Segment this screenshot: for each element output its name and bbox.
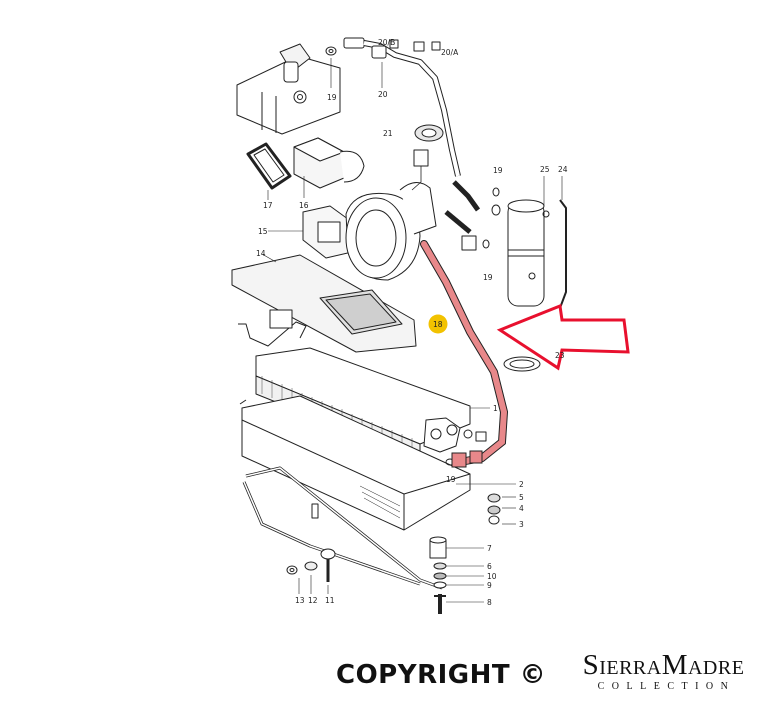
label-part-14: 14: [256, 249, 266, 258]
label-part-19: 19: [327, 93, 337, 102]
washer-19-top: [325, 46, 337, 88]
label-part-21: 21: [383, 129, 393, 138]
label-part-16: 16: [299, 201, 309, 210]
ac-line-20: [343, 37, 461, 177]
label-part-18: 18: [433, 320, 443, 329]
brand-name: SierraMadre: [582, 649, 745, 681]
label-part-2: 2: [519, 480, 524, 489]
label-part-19-bottom: 19: [446, 475, 456, 484]
part-labels: 18 19 20/B 20/A 20 21 17 16 15 14 19 25 …: [256, 38, 568, 607]
label-part-23: 23: [555, 351, 565, 360]
engine-block-fragment: [236, 43, 341, 135]
gasket-17: [246, 142, 292, 200]
housing-panel-14: [231, 253, 417, 353]
grommet-21: [414, 124, 444, 142]
label-part-19-lower: 19: [483, 273, 493, 282]
receiver-drier: [503, 176, 567, 372]
fasteners-11-13: [286, 548, 336, 594]
fittings-19: [444, 180, 501, 251]
brand-subtitle: COLLECTION: [597, 681, 736, 692]
label-part-5: 5: [519, 493, 524, 502]
bracket: [238, 309, 307, 347]
label-part-24: 24: [558, 165, 568, 174]
label-part-4: 4: [519, 504, 524, 513]
label-part-15: 15: [258, 227, 268, 236]
support-strap: [242, 466, 443, 590]
blower-fan: [345, 149, 437, 281]
label-part-6: 6: [487, 562, 492, 571]
label-part-17: 17: [263, 201, 273, 210]
label-part-9: 9: [487, 581, 492, 590]
label-part-19-right: 19: [493, 166, 503, 175]
highlight-arrow: [496, 303, 630, 371]
label-part-20: 20: [378, 90, 388, 99]
lower-housing: [239, 395, 471, 531]
label-part-3: 3: [519, 520, 524, 529]
label-part-20b: 20/B: [378, 38, 395, 47]
brand-logo: SierraMadre COLLECTION: [566, 650, 761, 694]
label-part-11: 11: [325, 596, 335, 605]
label-part-25: 25: [540, 165, 550, 174]
flap-15: [268, 205, 353, 259]
label-part-12: 12: [308, 596, 318, 605]
label-part-7: 7: [487, 544, 492, 553]
highlighted-hose-18: [420, 240, 509, 468]
hardware-stack: [429, 458, 516, 614]
label-part-20a: 20/A: [441, 48, 459, 57]
label-part-8: 8: [487, 598, 492, 607]
part-18-marker[interactable]: [428, 314, 448, 334]
label-part-1: 1: [493, 404, 498, 413]
label-part-13: 13: [295, 596, 305, 605]
label-part-10: 10: [487, 572, 497, 581]
copyright-notice: COPYRIGHT ©: [336, 660, 547, 690]
duct-16: [293, 137, 365, 198]
